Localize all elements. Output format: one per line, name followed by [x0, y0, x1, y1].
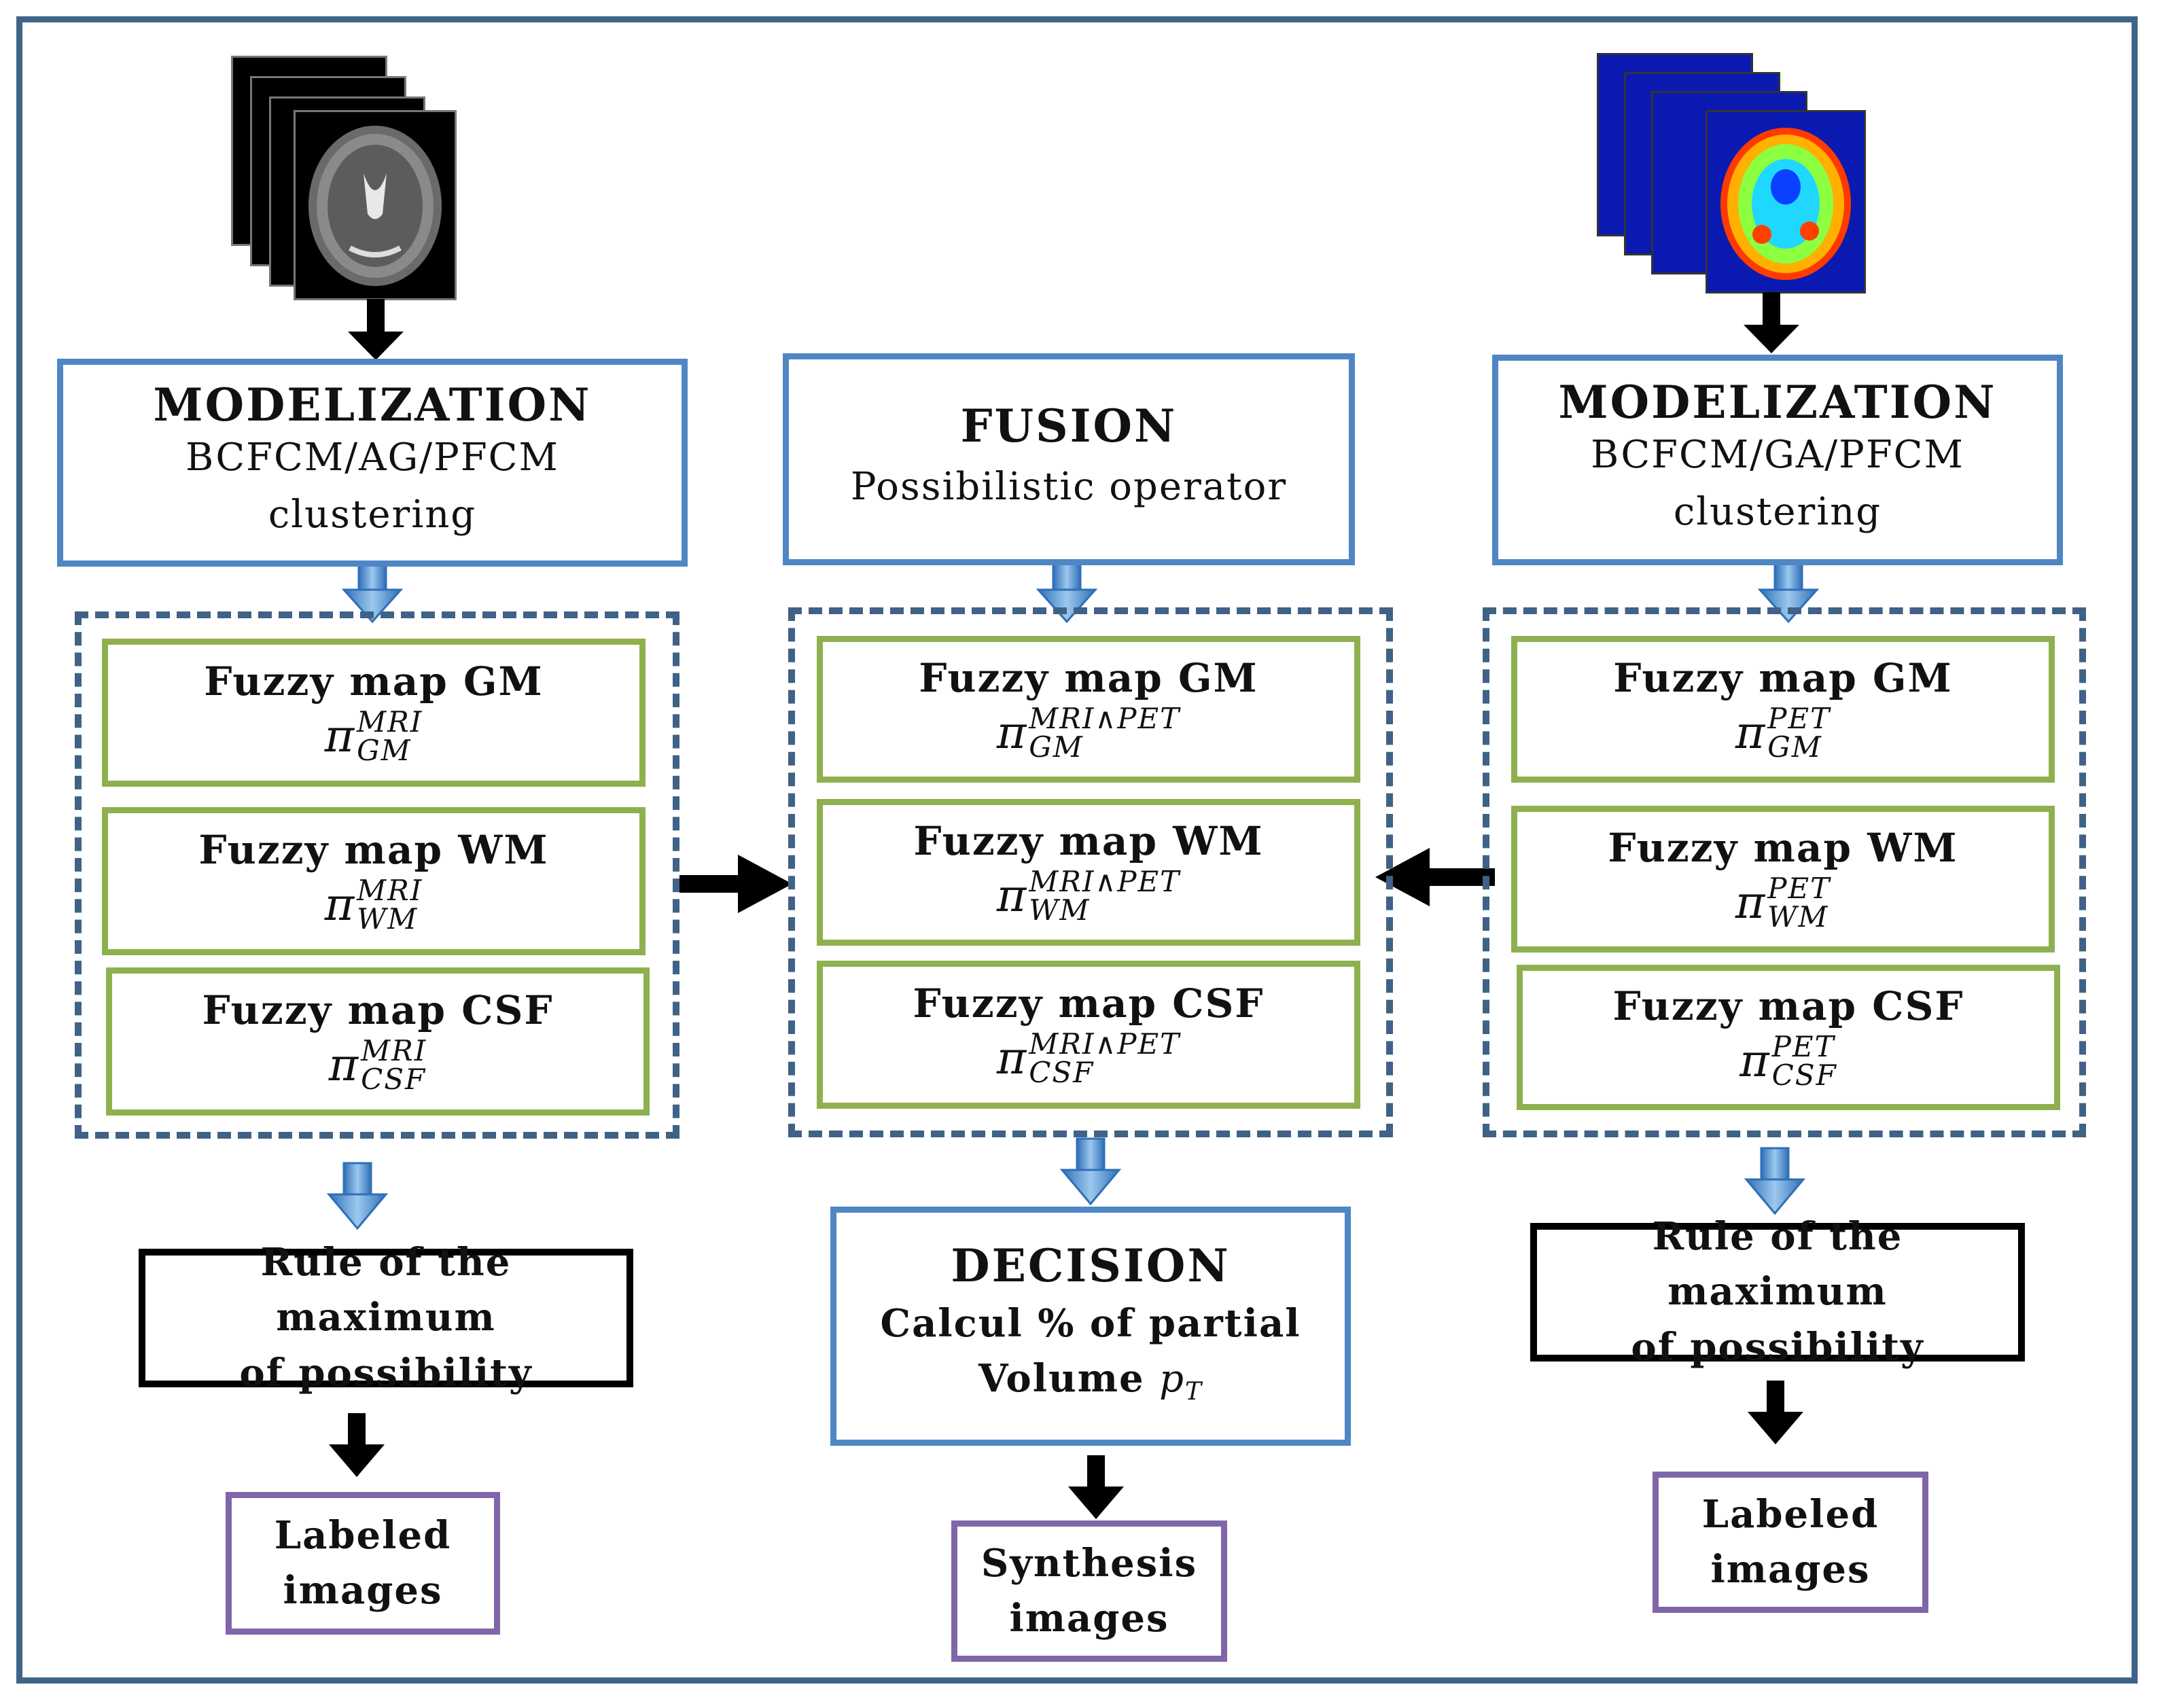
- fusion-title: FUSION: [960, 399, 1178, 453]
- right-fuzzy-maps-group: [1483, 607, 2086, 1137]
- center-fuzzy-map-wm-label: Fuzzy map WM: [913, 818, 1264, 865]
- blue-arrow-right-bottom: [1744, 1147, 1806, 1215]
- pet-image-stack-icon: [1597, 53, 1869, 298]
- right-output-line1: Labeled: [1701, 1491, 1879, 1537]
- left-modelization-title: MODELIZATION: [153, 378, 592, 432]
- left-output-line2: images: [283, 1568, 443, 1613]
- center-fuzzy-map-csf-label: Fuzzy map CSF: [913, 980, 1265, 1027]
- left-modelization-method: BCFCM/AG/PFCM: [186, 435, 559, 480]
- right-modelization-clustering: clustering: [1673, 489, 1882, 534]
- right-modelization-method: BCFCM/GA/PFCM: [1591, 432, 1964, 477]
- decision-variable-sub: T: [1184, 1378, 1203, 1406]
- right-modelization-box: MODELIZATION BCFCM/GA/PFCM clustering: [1492, 355, 2063, 565]
- left-rule-line2: of possibility: [239, 1350, 533, 1395]
- arrow-mri-to-modelization: [348, 299, 404, 360]
- arrow-right-to-center: [1375, 848, 1495, 906]
- arrow-right-rule-to-output: [1748, 1381, 1803, 1444]
- fusion-operator: Possibilistic operator: [850, 464, 1288, 509]
- left-modelization-box: MODELIZATION BCFCM/AG/PFCM clustering: [57, 359, 688, 567]
- left-rule-box: Rule of the maximum of possibility: [139, 1240, 633, 1395]
- decision-box: DECISION Calcul % of partial Volume pT: [830, 1207, 1351, 1446]
- mri-image-stack-icon: [231, 56, 462, 300]
- right-rule-line1: Rule of the maximum: [1652, 1214, 1903, 1315]
- center-fuzzy-maps-group: [788, 607, 1393, 1137]
- right-rule-line2: of possibility: [1631, 1324, 1924, 1370]
- arrow-left-rule-to-output: [329, 1413, 385, 1477]
- center-fuzzy-map-gm-label: Fuzzy map GM: [919, 655, 1258, 702]
- right-fuzzy-map-gm-label: Fuzzy map GM: [1613, 655, 1953, 702]
- decision-line2: Volume pT: [978, 1356, 1203, 1406]
- arrow-decision-to-output: [1068, 1455, 1124, 1519]
- figure-frame: [16, 16, 2138, 1684]
- arrow-pet-to-modelization: [1744, 292, 1799, 353]
- left-fuzzy-map-gm-label: Fuzzy map GM: [204, 658, 544, 705]
- blue-arrow-left-bottom: [326, 1162, 389, 1230]
- decision-variable: p: [1159, 1357, 1185, 1402]
- arrow-left-to-center: [679, 855, 792, 913]
- right-output-line2: images: [1710, 1547, 1871, 1592]
- center-output-line1: Synthesis: [980, 1540, 1198, 1586]
- synthesis-images-box: Synthesis images: [951, 1520, 1227, 1662]
- left-labeled-images-box: Labeled images: [226, 1492, 500, 1635]
- left-output-line1: Labeled: [274, 1512, 452, 1558]
- left-fuzzy-maps-group: [75, 611, 679, 1139]
- right-labeled-images-box: Labeled images: [1653, 1472, 1928, 1613]
- right-modelization-title: MODELIZATION: [1558, 376, 1997, 429]
- decision-title: DECISION: [951, 1239, 1231, 1292]
- right-fuzzy-map-wm-label: Fuzzy map WM: [1608, 825, 1958, 872]
- blue-arrow-center-bottom: [1059, 1137, 1122, 1206]
- left-rule-line1: Rule of the maximum: [260, 1240, 512, 1340]
- left-fuzzy-map-csf-label: Fuzzy map CSF: [202, 987, 554, 1034]
- left-fuzzy-map-wm-label: Fuzzy map WM: [198, 827, 549, 874]
- left-modelization-clustering: clustering: [268, 492, 477, 537]
- right-fuzzy-map-csf-label: Fuzzy map CSF: [1612, 983, 1964, 1030]
- decision-line1: Calcul % of partial: [880, 1300, 1301, 1346]
- fusion-box: FUSION Possibilistic operator: [783, 353, 1355, 565]
- right-rule-box: Rule of the maximum of possibility: [1530, 1214, 2025, 1370]
- center-output-line2: images: [1009, 1596, 1169, 1641]
